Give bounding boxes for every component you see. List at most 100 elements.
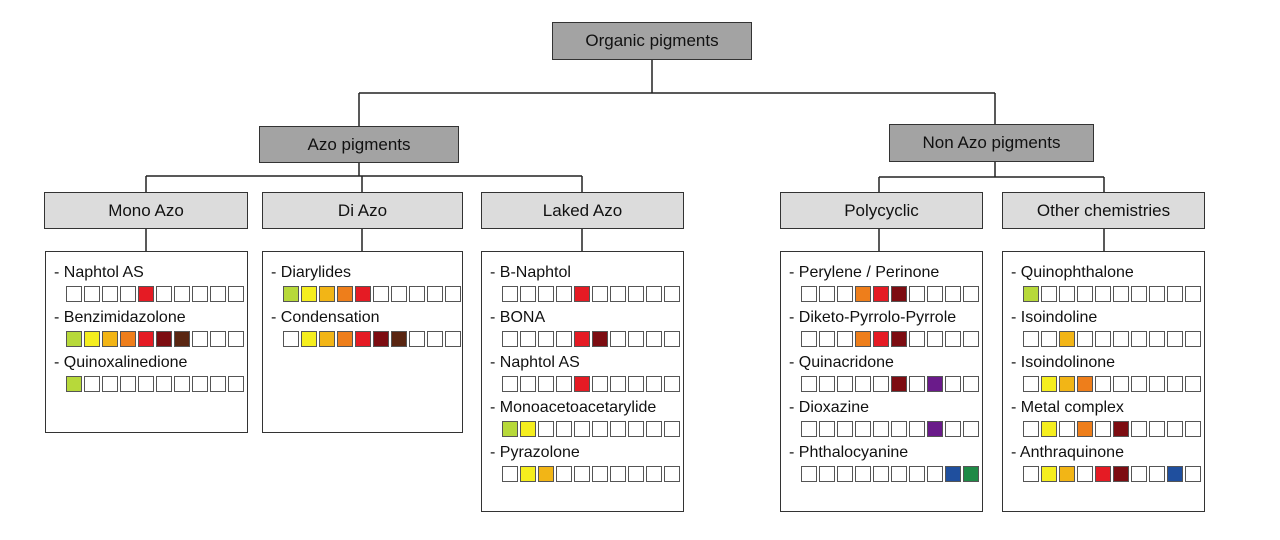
color-swatch-empty (819, 376, 835, 392)
group-laked-azo: Laked Azo (481, 192, 684, 229)
color-swatch-filled (102, 331, 118, 347)
pigment-label: - Isoindolinone (1011, 354, 1116, 371)
color-swatch-filled (138, 331, 154, 347)
color-swatch-empty (927, 331, 943, 347)
color-swatch-empty (646, 286, 662, 302)
color-swatch-empty (1023, 331, 1039, 347)
color-swatch-empty (156, 376, 172, 392)
color-swatch-empty (556, 331, 572, 347)
color-swatch-empty (873, 421, 889, 437)
color-swatch-filled (855, 286, 871, 302)
connector-nonazo (878, 162, 1105, 192)
color-swatch-empty (819, 466, 835, 482)
color-swatch-empty (1023, 466, 1039, 482)
color-swatch-empty (855, 376, 871, 392)
color-swatch-filled (592, 331, 608, 347)
color-swatch-empty (646, 421, 662, 437)
color-swatch-empty (174, 376, 190, 392)
color-swatch-filled (66, 376, 82, 392)
color-swatch-empty (1077, 331, 1093, 347)
color-swatch-filled (1113, 466, 1129, 482)
color-swatch-filled (319, 286, 335, 302)
pigment-label: - B-Naphtol (490, 264, 571, 281)
group-di-azo: Di Azo (262, 192, 463, 229)
color-swatch-empty (945, 331, 961, 347)
color-swatch-filled (373, 331, 389, 347)
color-swatch-empty (664, 376, 680, 392)
color-swatch-empty (84, 286, 100, 302)
color-swatch-row (66, 286, 247, 302)
color-swatch-empty (1167, 421, 1183, 437)
color-swatch-empty (1041, 331, 1057, 347)
color-swatch-empty (520, 331, 536, 347)
color-swatch-filled (156, 331, 172, 347)
color-swatch-row (1023, 286, 1204, 302)
color-swatch-empty (1041, 286, 1057, 302)
color-swatch-filled (1059, 466, 1075, 482)
color-swatch-empty (1131, 331, 1147, 347)
color-swatch-filled (1041, 376, 1057, 392)
color-swatch-empty (192, 286, 208, 302)
color-swatch-empty (1167, 376, 1183, 392)
color-swatch-empty (801, 421, 817, 437)
pigment-label: - Naphtol AS (54, 264, 144, 281)
color-swatch-empty (873, 466, 889, 482)
color-swatch-empty (283, 331, 299, 347)
color-swatch-filled (355, 286, 371, 302)
group-mono-azo: Mono Azo (44, 192, 248, 229)
color-swatch-filled (574, 376, 590, 392)
color-swatch-empty (1095, 421, 1111, 437)
color-swatch-empty (574, 421, 590, 437)
color-swatch-filled (138, 286, 154, 302)
color-swatch-empty (1059, 286, 1075, 302)
pigment-label: - Quinacridone (789, 354, 894, 371)
color-swatch-empty (592, 376, 608, 392)
color-swatch-empty (963, 421, 979, 437)
color-swatch-row (801, 421, 982, 437)
color-swatch-empty (891, 466, 907, 482)
color-swatch-empty (963, 286, 979, 302)
color-swatch-empty (819, 421, 835, 437)
color-swatch-filled (502, 421, 518, 437)
color-swatch-filled (1095, 466, 1111, 482)
color-swatch-empty (1185, 286, 1201, 302)
color-swatch-empty (819, 331, 835, 347)
color-swatch-empty (646, 331, 662, 347)
color-swatch-empty (574, 466, 590, 482)
color-swatch-empty (801, 331, 817, 347)
color-swatch-filled (84, 331, 100, 347)
color-swatch-filled (963, 466, 979, 482)
color-swatch-empty (1149, 421, 1165, 437)
pigment-label: - Quinoxalinedione (54, 354, 188, 371)
color-swatch-empty (628, 421, 644, 437)
pigment-label: - Monoacetoacetarylide (490, 399, 657, 416)
color-swatch-row (283, 331, 462, 347)
color-swatch-empty (538, 331, 554, 347)
color-swatch-filled (538, 466, 554, 482)
pigment-label: - Metal complex (1011, 399, 1124, 416)
pigment-label: - Phthalocyanine (789, 444, 909, 461)
color-swatch-row (801, 286, 982, 302)
color-swatch-empty (610, 376, 626, 392)
color-swatch-empty (102, 286, 118, 302)
color-swatch-filled (574, 286, 590, 302)
color-swatch-empty (909, 376, 925, 392)
color-swatch-empty (628, 466, 644, 482)
color-swatch-row (66, 376, 247, 392)
color-swatch-empty (138, 376, 154, 392)
color-swatch-filled (301, 286, 317, 302)
color-swatch-empty (610, 466, 626, 482)
panel-other-chemistries: - Quinophthalone- Isoindoline- Isoindoli… (1002, 251, 1205, 512)
color-swatch-filled (891, 286, 907, 302)
color-swatch-empty (502, 331, 518, 347)
color-swatch-empty (1131, 376, 1147, 392)
color-swatch-empty (228, 286, 244, 302)
branch-azo: Azo pigments (259, 126, 459, 163)
color-swatch-row (1023, 376, 1204, 392)
group-di-azo-label: Di Azo (337, 200, 388, 220)
color-swatch-filled (337, 331, 353, 347)
color-swatch-empty (909, 421, 925, 437)
color-swatch-filled (1041, 421, 1057, 437)
color-swatch-filled (945, 466, 961, 482)
